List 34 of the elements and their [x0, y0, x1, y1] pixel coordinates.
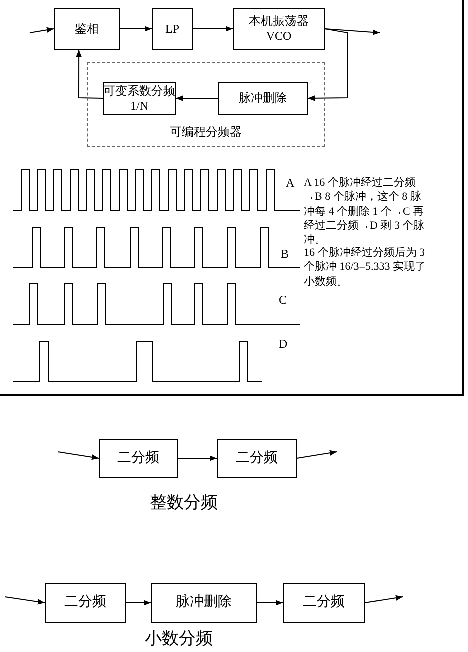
- arrow: [324, 28, 380, 36]
- process-box: 二分频: [99, 439, 178, 478]
- process-box: 二分频: [217, 439, 297, 478]
- process-box: 本机振荡器 VCO: [233, 8, 325, 50]
- process-box: 鉴相: [54, 8, 120, 50]
- arrow: [4, 596, 46, 605]
- process-box: 二分频: [283, 583, 365, 623]
- arrow: [296, 450, 338, 459]
- signal-name: B: [281, 247, 290, 263]
- arrow: [58, 452, 100, 460]
- note-text: A 16 个脉冲经过二分频→B 8 个脉冲，这个 8 脉冲每 4 个删除 1 个→C 再经过二分频→D 剩 3 个脉冲。: [304, 176, 426, 246]
- arrow: [256, 600, 284, 606]
- arrow: [308, 28, 348, 102]
- arrow: [192, 26, 234, 32]
- process-box: 脉冲删除: [151, 583, 257, 623]
- caption: 小数分频: [145, 628, 213, 650]
- arrow: [364, 595, 404, 604]
- process-box: LP: [152, 8, 193, 50]
- arrow: [178, 456, 218, 462]
- arrow: [120, 26, 152, 32]
- arrow: [176, 96, 218, 102]
- dashed-group-frame: [87, 62, 325, 147]
- signal-name: C: [279, 293, 288, 309]
- signal-name: D: [279, 337, 288, 353]
- process-box: 脉冲删除: [218, 82, 308, 115]
- arrow: [76, 50, 104, 99]
- note-text: 16 个脉冲经过分频后为 3 个脉冲 16/3=5.333 实现了小数频。: [304, 246, 426, 289]
- caption: 整数分频: [150, 492, 218, 514]
- signal-name: A: [286, 176, 295, 192]
- process-box: 二分频: [45, 583, 126, 623]
- arrow: [30, 27, 54, 34]
- process-box: 可变系数分频 1/N: [103, 82, 176, 115]
- group-title: 可编程分频器: [170, 125, 242, 140]
- arrow: [126, 600, 152, 606]
